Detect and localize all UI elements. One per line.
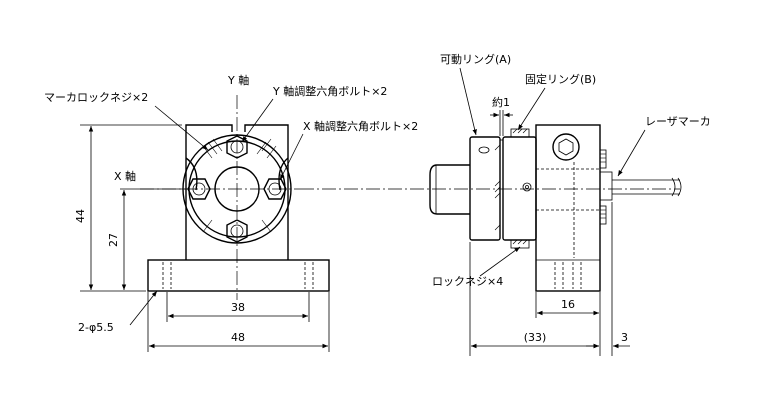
laser-marker-body [599,171,613,201]
label-y-axis: Y 軸 [227,73,249,87]
movable-ring [469,136,501,241]
dim-overall-length: (33) [524,331,547,344]
dim-side-width: 16 [561,298,575,311]
front-labels: Y 軸 マーカロックネジ×2 Y 軸調整六角ボルト×2 X 軸調整六角ボルト×2… [44,73,418,334]
dim-base-width: 48 [231,331,245,344]
label-marker-lock-screw: マーカロックネジ×2 [44,91,148,104]
label-lock-screw: ロックネジ×4 [432,275,503,288]
dim-hole-pitch: 38 [231,301,245,314]
label-x-adjust-bolt: X 軸調整六角ボルト×2 [303,119,418,133]
label-fixed-ring: 固定リング(B) [525,72,596,86]
side-block [535,124,601,292]
label-x-axis: X 軸 [114,169,136,183]
lock-screws [494,128,532,249]
side-labels: 可動リング(A) 固定リング(B) 約1 レーザマーカ ロックネジ×4 [432,52,711,288]
base-block [147,259,330,292]
label-movable-ring: 可動リング(A) [440,52,511,66]
front-dimensions: 44 27 38 48 [74,124,330,352]
dim-center-height: 27 [107,233,120,247]
laser-cap [429,164,470,215]
dim-height-total: 44 [74,209,87,223]
dim-flange: 3 [621,331,628,344]
front-view [140,95,330,300]
body-uprights [185,124,289,260]
socket-head [552,133,580,161]
label-hole-spec: 2-φ5.5 [78,321,114,334]
label-approx-gap: 約1 [492,95,510,109]
label-laser-marker: レーザマーカ [645,115,711,128]
label-y-adjust-bolt: Y 軸調整六角ボルト×2 [272,84,387,98]
laser-cable [612,179,680,195]
side-dimensions: 16 (33) 3 [469,202,630,356]
side-view [429,124,682,292]
